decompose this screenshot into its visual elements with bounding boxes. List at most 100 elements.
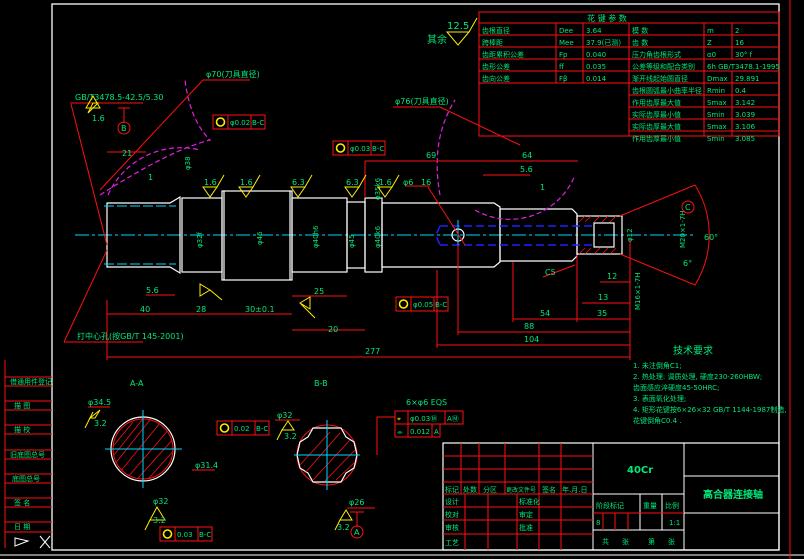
- param-value: 3.085: [735, 135, 755, 143]
- datum-b: B: [121, 124, 127, 133]
- dia-46: φ46: [256, 231, 264, 245]
- side-strip: 借通用件登记 描 图 描 校 旧底图总号 底图总号 签 名 日 期: [4, 360, 52, 549]
- param-name: 实际齿厚最小值: [632, 110, 681, 119]
- roughness-left: 1.6: [92, 114, 105, 123]
- roughness-value: 6.3: [292, 178, 305, 187]
- dim-25: 25: [314, 287, 324, 296]
- param-name: 作用齿厚最大值: [632, 98, 681, 107]
- gdt-datum: B-C: [199, 531, 211, 539]
- tech-item: 1. 未注倒角C1;: [633, 361, 682, 370]
- param-name: 齿形公差: [482, 62, 510, 71]
- projection-symbol: [14, 537, 30, 547]
- thread-m20: M20×1-7H: [679, 210, 687, 248]
- dia-45: φ45: [348, 234, 356, 248]
- tb-header: 处数: [463, 485, 477, 494]
- drawing-frame: [51, 3, 780, 551]
- spline-note: GB/T3478.5-42.5/5.30: [75, 93, 163, 102]
- section-b-b: B-B φ32 φ26 6×φ6 EQS 3.2 3.2 A: [275, 379, 447, 539]
- dim-28: 28: [196, 305, 206, 314]
- dia-12: φ12: [626, 228, 634, 242]
- param-value: 3.106: [735, 123, 756, 131]
- hole-dia: φ6: [403, 178, 413, 187]
- tb-row-label: 设计: [445, 497, 459, 506]
- side-label: 借通用件登记: [10, 377, 52, 386]
- dimensions: 277 104 88 54 35 13 12 69 64 5.6 21: [106, 149, 718, 360]
- dim-12: 12: [607, 272, 617, 281]
- section-b-dia1: φ32: [277, 411, 292, 420]
- coaxiality-icon: [215, 117, 226, 127]
- param-symbol: Z: [707, 39, 712, 47]
- roughness-a2: 3.2: [153, 516, 166, 525]
- angle-6: 6°: [683, 259, 692, 268]
- tech-title: 技术要求: [673, 344, 713, 357]
- param-symbol: α0: [707, 51, 716, 59]
- coaxiality-icon: [398, 299, 409, 309]
- gdt-tolerance: φ0.03Ⓜ: [410, 415, 437, 423]
- side-label: 日 期: [14, 523, 30, 531]
- tech-item: 3. 表面氧化处理;: [633, 394, 686, 403]
- cutter-left: φ70(刀具直径): [206, 69, 260, 79]
- param-symbol: Dmax: [707, 75, 728, 83]
- dim-21: 21: [122, 149, 132, 158]
- side-label: 描 图: [14, 401, 30, 410]
- dim-69: 69: [426, 151, 436, 160]
- param-name: 压力角齿根形式: [632, 50, 681, 59]
- symmetry-icon: ⌯: [397, 428, 403, 436]
- param-symbol: Smin: [707, 135, 725, 143]
- datum-a: A: [354, 528, 360, 537]
- tb-stage: 阶段标记: [596, 501, 624, 510]
- param-name: 公差等级和配合类别: [632, 62, 695, 71]
- tb-row-label: 审定: [519, 510, 533, 519]
- tb-footer: 张: [622, 537, 629, 546]
- param-name: 实际齿厚最大值: [632, 122, 681, 131]
- tb-footer: 第: [648, 537, 655, 546]
- param-value: 16: [735, 39, 744, 47]
- position-icon: ⌖: [397, 415, 401, 423]
- tech-item: 花键倒角C0.4 .: [633, 416, 681, 425]
- tb-stage-mark: 8: [596, 519, 600, 527]
- default-roughness: 其余 12.5: [427, 17, 478, 46]
- gdt-frame: 0.03 B-C: [159, 526, 213, 542]
- side-label: 签 名: [14, 498, 30, 507]
- param-symbol: Smin: [707, 111, 725, 119]
- tb-header: 分区: [483, 485, 497, 494]
- side-label: 描 校: [14, 425, 30, 434]
- param-symbol: Fβ: [559, 75, 568, 83]
- dim-277: 277: [365, 347, 380, 356]
- roughness-symbol: [199, 283, 223, 301]
- tb-material: 40Cr: [627, 465, 653, 476]
- param-name: 模 数: [632, 26, 648, 35]
- param-value: 29.891: [735, 75, 760, 83]
- roughness-symbol: [238, 174, 261, 198]
- param-value: 3.64: [586, 27, 602, 35]
- datum-c: C: [685, 203, 691, 212]
- tb-row-label: 审核: [445, 523, 459, 532]
- dim-40: 40: [140, 305, 150, 314]
- gdt-datum: AⓂ: [447, 415, 459, 423]
- gdt-datum: B-C: [372, 145, 384, 153]
- param-value: 3.039: [735, 111, 755, 119]
- roughness-value: 12.5: [447, 21, 469, 32]
- roughness-label: 其余: [427, 33, 447, 46]
- param-value: 2: [735, 27, 739, 35]
- roughness-symbol: [344, 174, 367, 198]
- dim-88: 88: [524, 322, 534, 331]
- param-name: 齿向公差: [482, 74, 510, 83]
- roughness-symbol: [377, 174, 400, 198]
- dim-54: 54: [540, 309, 550, 318]
- tb-row-label: 工艺: [445, 539, 459, 547]
- param-name: 齿根圆弧最小曲率半径: [632, 86, 702, 95]
- param-value: 0.014: [586, 75, 607, 83]
- gdt-tolerance: 0.03: [177, 531, 193, 539]
- param-symbol: ff: [559, 63, 564, 71]
- coaxiality-icon: [219, 423, 230, 433]
- gdt-tolerance: 0.012: [410, 428, 430, 436]
- param-name: 齿 数: [632, 38, 648, 47]
- section-b-dia2: φ26: [349, 498, 364, 507]
- title-block: 标记 处数 分区 更改文件号 签名 年.月.日 设计 校对 审核 工艺 标准化 …: [442, 442, 780, 551]
